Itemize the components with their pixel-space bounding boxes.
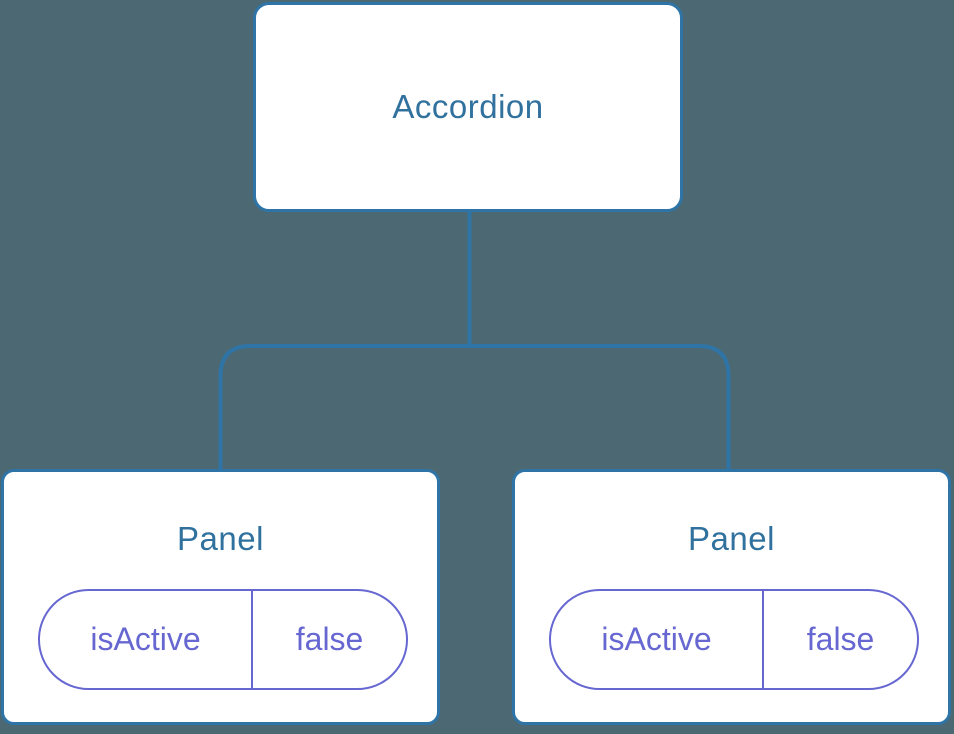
panel-1-prop-badge: isActive false [38,589,408,690]
panel-2-prop-badge: isActive false [549,589,919,690]
panel-node-2: Panel isActive false [512,469,951,725]
panel-1-prop-value: false [295,621,364,657]
accordion-node-label: Accordion [392,88,544,125]
connector-branch [218,344,731,472]
panel-node-1: Panel isActive false [1,469,440,725]
panel-node-1-label: Panel [177,520,264,557]
panel-2-prop-value: false [806,621,875,657]
panel-node-2-label: Panel [688,520,775,557]
panel-2-prop-name: isActive [551,591,765,688]
panel-1-prop-name: isActive [40,591,254,688]
accordion-node: Accordion [253,2,683,212]
